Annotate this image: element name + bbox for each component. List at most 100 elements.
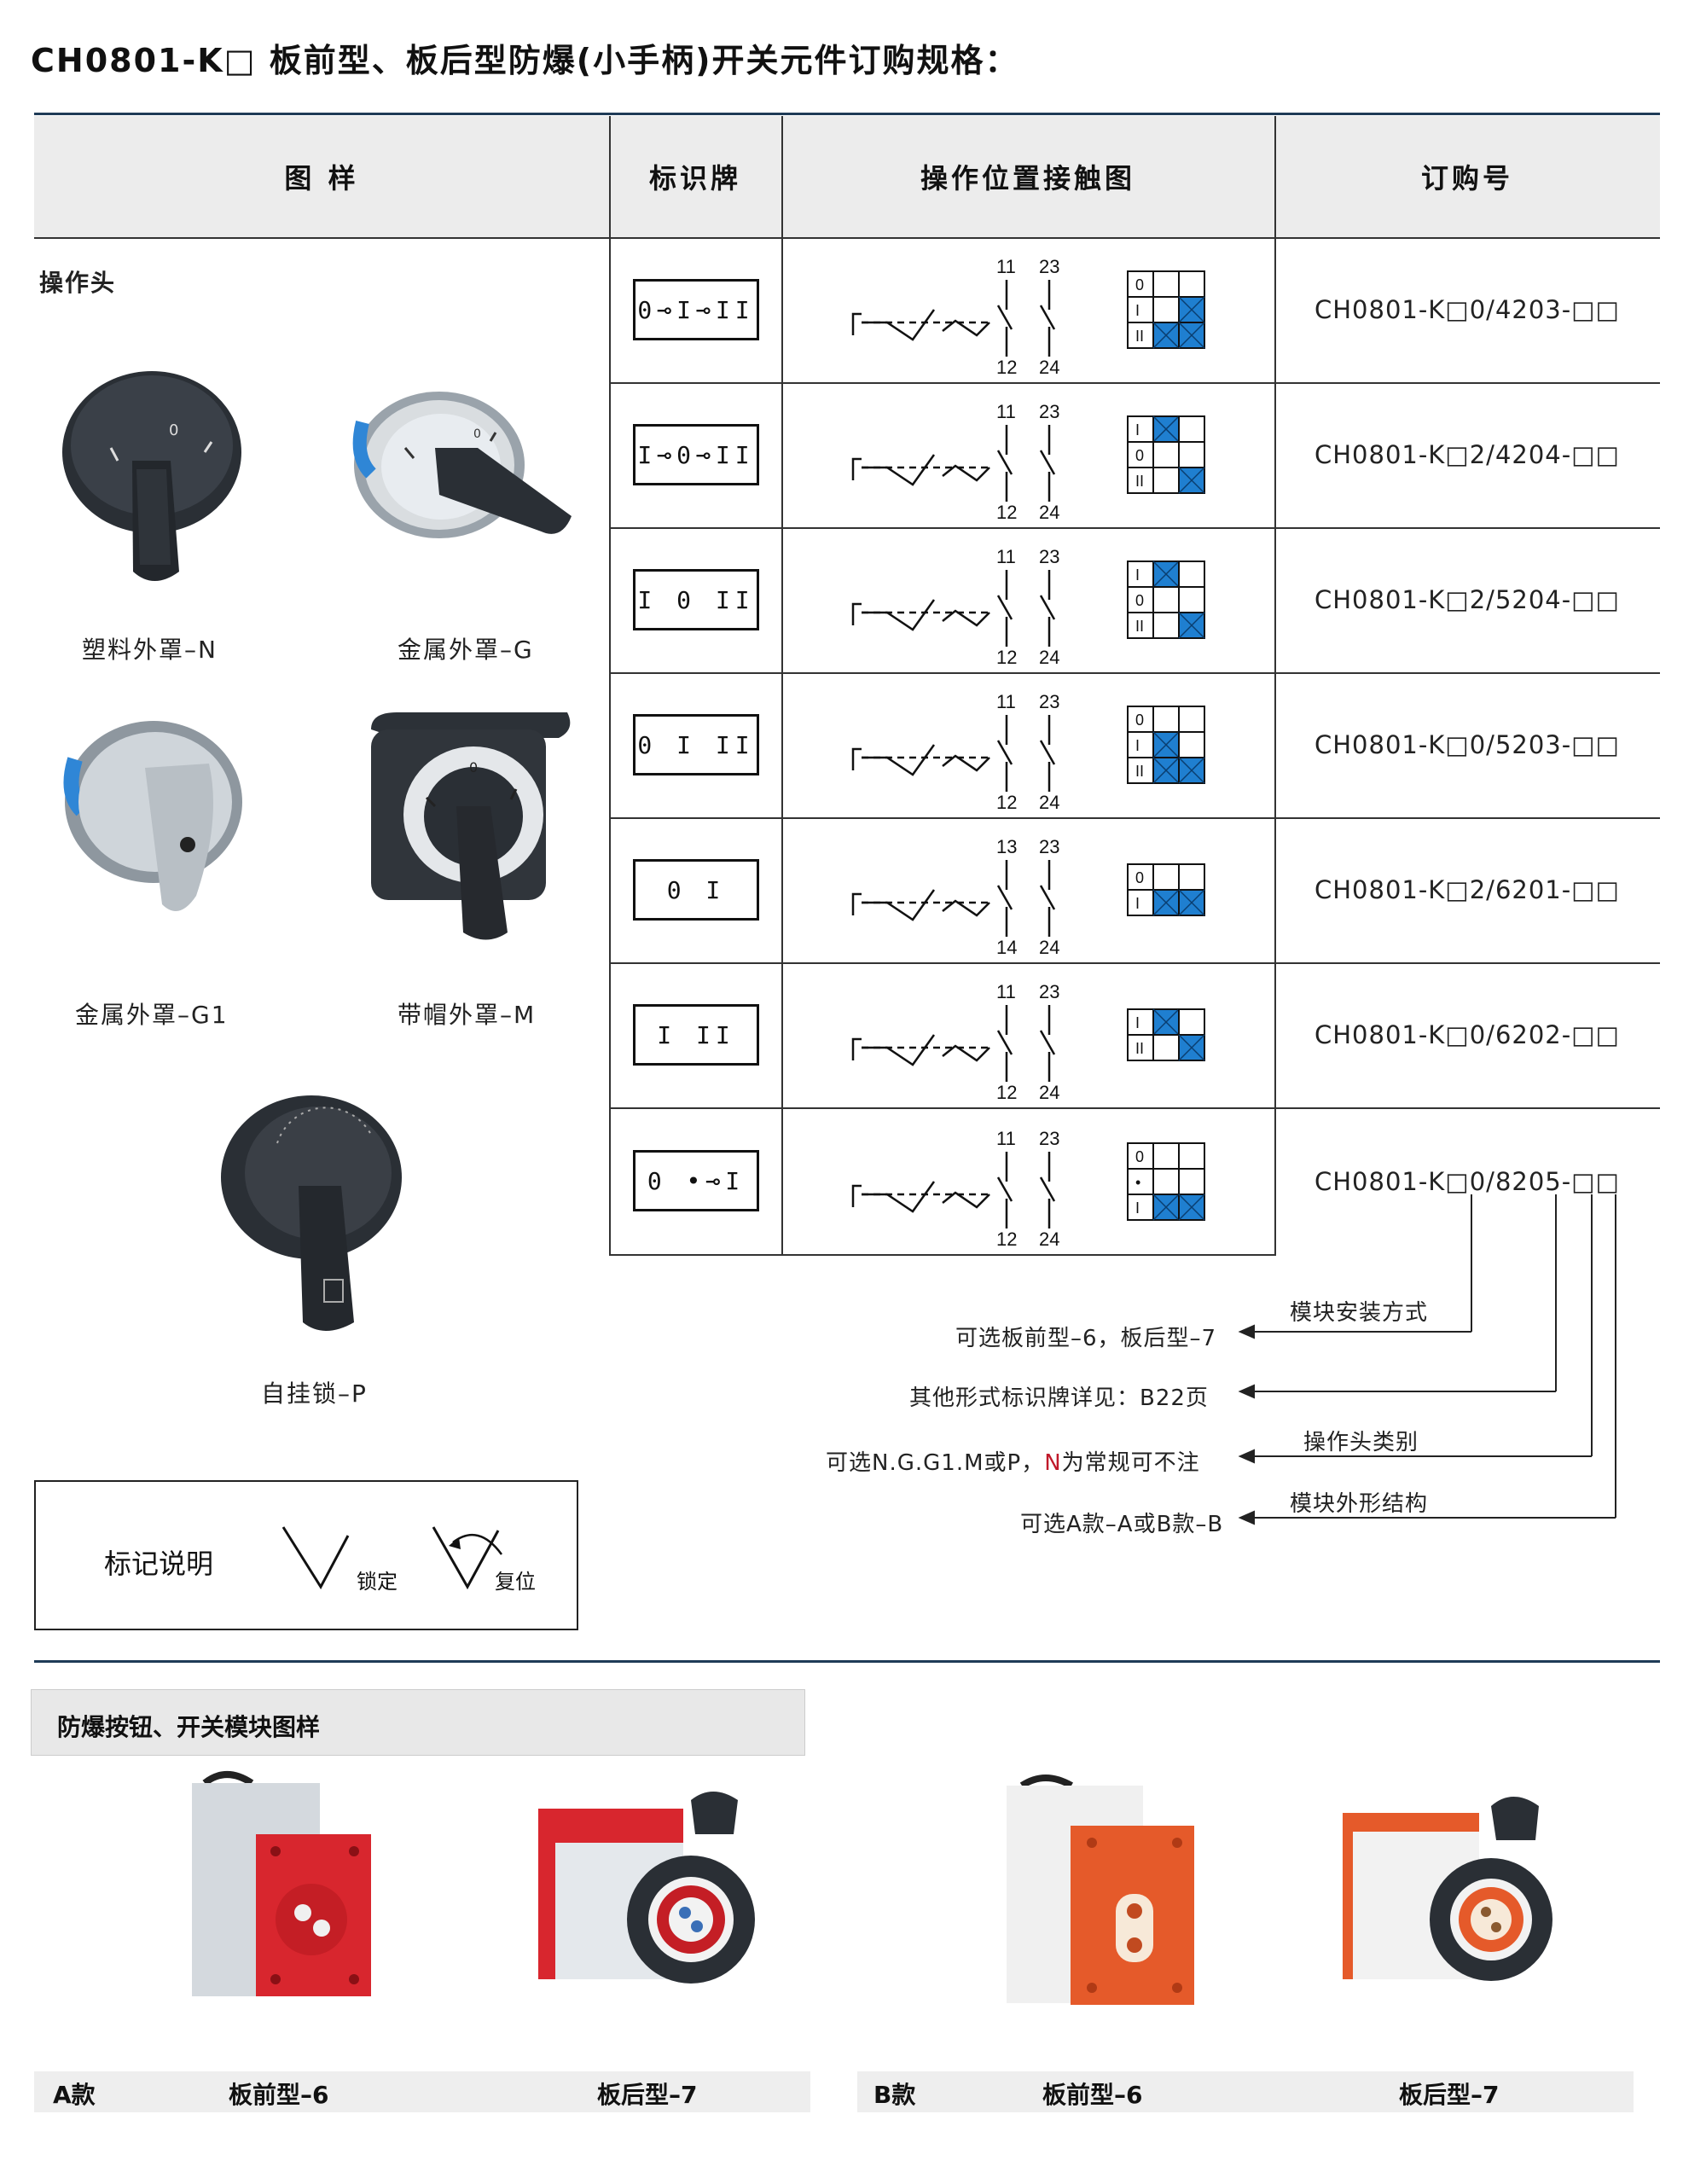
- plate-row-4: 0 I II: [633, 714, 759, 775]
- legend-reset-label: 复位: [495, 1570, 536, 1594]
- position-grid-cross: [1178, 467, 1205, 494]
- plate-row-5: 0 I: [633, 859, 759, 921]
- position-grid-cell: [1152, 612, 1180, 639]
- position-grid-cell: [1127, 731, 1154, 758]
- order-number-row-1: CH0801-K□0/4203-□□: [1314, 295, 1621, 324]
- position-grid-label: I: [1135, 421, 1140, 439]
- position-grid-cell: [1178, 270, 1205, 298]
- contact-label-bottom-right: 24: [1039, 937, 1059, 958]
- position-grid-label: •: [1135, 1174, 1140, 1191]
- order-number-row-5: CH0801-K□2/6201-□□: [1314, 875, 1621, 904]
- contact-label-bottom-left: 12: [996, 792, 1017, 813]
- section-rule: [34, 1660, 1660, 1663]
- order-number-row-6: CH0801-K□0/6202-□□: [1314, 1020, 1621, 1049]
- contact-label-bottom-right: 24: [1039, 792, 1059, 813]
- contact-label-top-left: 11: [996, 546, 1016, 567]
- position-grid-cross: [1152, 889, 1180, 916]
- plate-row-7: 0 •⊸I: [633, 1150, 759, 1211]
- position-grid-cell: [1152, 586, 1180, 613]
- contact-label-top-left: 11: [996, 401, 1016, 422]
- position-grid-cross: [1152, 561, 1180, 588]
- contact-label-top-left: 11: [996, 1128, 1016, 1149]
- module-a-back-image: [538, 1792, 755, 1984]
- position-grid-label: I: [1135, 1014, 1140, 1031]
- position-grid-cell: [1178, 1142, 1205, 1170]
- position-grid-cell: [1178, 706, 1205, 733]
- legend-box: [34, 1480, 578, 1630]
- contact-label-top-right: 23: [1039, 401, 1059, 422]
- contact-label-top-left: 11: [996, 981, 1016, 1002]
- annotation-shape-above: 模块外形结构: [1290, 1491, 1429, 1517]
- operator-head-g-image: 0: [352, 392, 572, 538]
- position-grid-label: I: [1135, 737, 1140, 754]
- caption-b-style: B款: [873, 2081, 916, 2109]
- position-grid-cell: [1152, 270, 1180, 298]
- caption-b-back: 板后型–7: [1399, 2081, 1500, 2109]
- contact-label-bottom-left: 12: [996, 1082, 1017, 1103]
- annotation-head-below: 可选N.G.G1.M或P，N为常规可不注: [826, 1450, 1200, 1476]
- top-rule: [34, 113, 1660, 115]
- position-grid-label: II: [1135, 763, 1144, 780]
- contact-label-bottom-right: 24: [1039, 502, 1059, 523]
- row-divider: [609, 1254, 1276, 1256]
- position-grid-cell: [1178, 1168, 1205, 1195]
- contact-label-top-left: 11: [996, 691, 1016, 712]
- position-grid-cell: [1152, 441, 1180, 468]
- module-b-front-image: [1007, 1774, 1194, 2005]
- position-grid-cell: [1178, 731, 1205, 758]
- caption-a-front: 板前型–6: [229, 2081, 329, 2109]
- position-grid-cross: [1178, 322, 1205, 349]
- operator-head-n-image: 0: [62, 371, 241, 581]
- position-grid-cross: [1152, 731, 1180, 758]
- position-grid-label: 0: [1135, 869, 1144, 886]
- contact-label-bottom-left: 12: [996, 357, 1017, 378]
- annotation-leaders: [1238, 1194, 1616, 1525]
- row-divider: [609, 672, 1660, 674]
- contact-label-top-right: 23: [1039, 981, 1059, 1002]
- position-grid-cell: [1152, 467, 1180, 494]
- position-grid-cell: [1127, 561, 1154, 588]
- position-grid-label: 0: [1135, 592, 1144, 609]
- position-grid-cell: [1178, 561, 1205, 588]
- plate-row-3: I 0 II: [633, 569, 759, 630]
- position-grid-cell: [1178, 415, 1205, 443]
- contact-label-top-right: 23: [1039, 1128, 1059, 1149]
- annotation-mount-below: 可选板前型–6，板后型–7: [955, 1326, 1217, 1351]
- order-number-row-3: CH0801-K□2/5204-□□: [1314, 585, 1621, 614]
- caption-b-front: 板前型–6: [1042, 2081, 1143, 2109]
- position-grid-cell: [1152, 1168, 1180, 1195]
- contact-label-bottom-left: 12: [996, 502, 1017, 523]
- position-grid-cross: [1178, 1034, 1205, 1061]
- position-grid-cross: [1152, 415, 1180, 443]
- position-grid-cell: [1178, 863, 1205, 891]
- position-grid-cross: [1178, 889, 1205, 916]
- plate-row-1: 0⊸I⊸II: [633, 279, 759, 340]
- position-grid-cell: [1178, 1008, 1205, 1036]
- col-divider: [781, 116, 783, 1256]
- contact-label-bottom-right: 24: [1039, 647, 1059, 668]
- contact-label-top-right: 23: [1039, 256, 1059, 277]
- contact-label-bottom-right: 24: [1039, 1082, 1059, 1103]
- position-grid-cell: [1127, 1008, 1154, 1036]
- row-divider: [609, 817, 1660, 819]
- operator-head-n-caption: 塑料外罩–N: [82, 636, 218, 664]
- position-grid-label: I: [1135, 895, 1140, 912]
- header-plate: 标识牌: [648, 162, 741, 195]
- operator-head-g-caption: 金属外罩–G: [398, 636, 534, 664]
- position-grid-cell: [1178, 441, 1205, 468]
- operator-head-g1-image: [63, 721, 242, 911]
- annotation-mount-above: 模块安装方式: [1290, 1300, 1429, 1326]
- position-grid-cross: [1178, 1194, 1205, 1221]
- legend-symbols: [281, 1526, 503, 1590]
- module-b-back-image: [1343, 1797, 1552, 1981]
- caption-bar-a: [34, 2071, 810, 2112]
- row-divider: [609, 962, 1660, 964]
- position-grid-label: II: [1135, 618, 1144, 635]
- row-divider: [609, 527, 1660, 529]
- position-grid-cell: [1127, 1194, 1154, 1221]
